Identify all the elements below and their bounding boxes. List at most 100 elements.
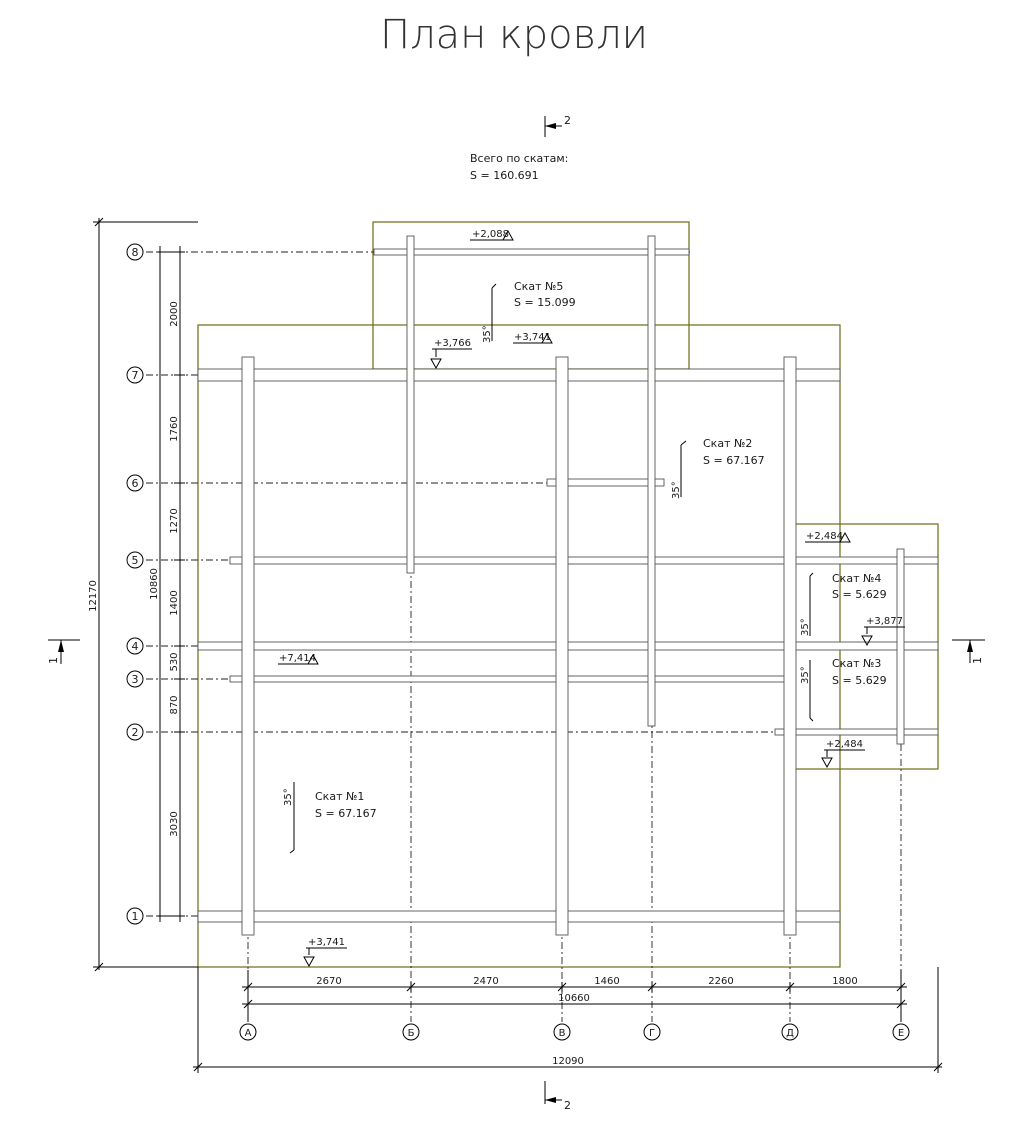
svg-text:12170: 12170	[88, 580, 99, 612]
grid-row-3: 3	[126, 670, 144, 688]
svg-text:Г: Г	[649, 1028, 655, 1039]
grid-col-e: Е	[892, 1023, 910, 1041]
svg-text:10660: 10660	[558, 993, 590, 1004]
grid-row-7: 7	[126, 366, 144, 384]
svg-text:3030: 3030	[169, 811, 180, 836]
svg-text:S = 5.629: S = 5.629	[832, 674, 887, 687]
svg-text:2: 2	[564, 114, 571, 127]
svg-text:2670: 2670	[316, 976, 341, 987]
section-mark-right: 1	[952, 639, 985, 664]
grid-col-v: В	[553, 1023, 571, 1041]
svg-text:1270: 1270	[169, 508, 180, 533]
grid-axes-horizontal	[146, 251, 938, 917]
svg-text:1: 1	[47, 657, 60, 664]
elevation-mark: +2,484	[805, 531, 851, 543]
svg-text:+2,484: +2,484	[806, 531, 843, 542]
svg-text:2: 2	[564, 1099, 571, 1112]
drawing-title: План кровли	[380, 12, 648, 58]
section-mark-left: 1	[47, 639, 80, 664]
elevation-mark: +3,741	[513, 332, 553, 344]
dimension-vertical-inner-total: 10860	[149, 246, 161, 922]
svg-text:1: 1	[971, 657, 984, 664]
svg-text:Скат №2: Скат №2	[703, 437, 752, 450]
grid-row-4: 4	[126, 637, 144, 655]
grid-col-b: Б	[402, 1023, 420, 1041]
grid-row-5: 5	[126, 551, 144, 569]
svg-text:35°: 35°	[671, 481, 682, 499]
svg-text:7: 7	[132, 369, 139, 382]
svg-text:3: 3	[132, 673, 139, 686]
svg-text:Д: Д	[786, 1028, 794, 1039]
svg-text:+7,414: +7,414	[279, 653, 316, 664]
svg-text:+2,088: +2,088	[472, 229, 509, 240]
grid-row-8: 8	[126, 243, 144, 261]
svg-text:Е: Е	[898, 1028, 904, 1039]
grid-row-1: 1	[126, 907, 144, 925]
elevation-mark: +3,741	[303, 937, 347, 968]
summary-label: Всего по скатам:	[470, 152, 568, 165]
svg-text:2: 2	[132, 726, 139, 739]
grid-col-a: А	[239, 1023, 257, 1041]
svg-text:S = 15.099: S = 15.099	[514, 296, 576, 309]
svg-text:35°: 35°	[800, 666, 811, 684]
svg-text:S = 67.167: S = 67.167	[315, 807, 377, 820]
svg-text:6: 6	[132, 477, 139, 490]
grid-row-6: 6	[126, 474, 144, 492]
svg-text:S = 67.167: S = 67.167	[703, 454, 765, 467]
svg-text:+3,741: +3,741	[308, 937, 345, 948]
svg-text:Скат №4: Скат №4	[832, 572, 881, 585]
slope-label-4: 35° Скат №4 S = 5.629	[800, 572, 887, 636]
svg-text:5: 5	[132, 554, 139, 567]
svg-text:Скат №3: Скат №3	[832, 657, 881, 670]
svg-text:870: 870	[169, 695, 180, 714]
section-mark-top: 2	[544, 114, 571, 137]
summary-area: S = 160.691	[470, 169, 539, 182]
svg-text:1: 1	[132, 910, 139, 923]
svg-text:Скат №5: Скат №5	[514, 280, 563, 293]
svg-text:8: 8	[132, 246, 139, 259]
svg-text:2470: 2470	[473, 976, 498, 987]
svg-text:1460: 1460	[594, 976, 619, 987]
svg-text:1800: 1800	[832, 976, 857, 987]
svg-text:12090: 12090	[552, 1056, 584, 1067]
svg-text:+3,877: +3,877	[866, 616, 903, 627]
svg-text:S = 5.629: S = 5.629	[832, 588, 887, 601]
svg-text:Б: Б	[408, 1028, 415, 1039]
section-mark-bottom: 2	[544, 1081, 571, 1112]
elevation-mark: +3,766	[430, 338, 472, 370]
grid-row-markers: 8 7 6 5 4 3 2 1	[126, 243, 144, 925]
svg-text:+2,484: +2,484	[826, 739, 863, 750]
svg-text:10860: 10860	[149, 568, 160, 600]
dimension-horizontal-chain: 2670 2470 1460 2260 1800	[242, 970, 907, 1022]
elevation-mark: +2,484	[821, 739, 865, 769]
slope-label-2: 35° Скат №2 S = 67.167	[671, 437, 765, 499]
grid-row-2: 2	[126, 723, 144, 741]
dimension-horizontal-outer-total: 12090	[193, 967, 943, 1073]
svg-text:А: А	[245, 1028, 252, 1039]
dimension-vertical-outer-total: 12170	[88, 217, 198, 972]
svg-text:4: 4	[132, 640, 139, 653]
grid-col-g: Г	[643, 1023, 661, 1041]
slope-label-1: 35° Скат №1 S = 67.167	[283, 782, 377, 854]
elevation-mark: +7,414	[278, 653, 319, 665]
elevation-mark: +2,088	[470, 229, 514, 241]
svg-text:+3,741: +3,741	[514, 332, 551, 343]
svg-text:В: В	[559, 1028, 566, 1039]
svg-text:2000: 2000	[169, 301, 180, 326]
svg-text:2260: 2260	[708, 976, 733, 987]
svg-text:530: 530	[169, 652, 180, 671]
dimension-vertical-chain: 2000 1760 1270 1400 530 870 3030	[158, 246, 185, 922]
dimension-horizontal-inner-total: 10660	[242, 993, 907, 1009]
svg-text:+3,766: +3,766	[434, 338, 471, 349]
svg-text:35°: 35°	[482, 325, 493, 343]
elevation-mark: +3,877	[861, 616, 905, 647]
svg-text:1760: 1760	[169, 416, 180, 441]
beams-vertical	[241, 235, 905, 936]
svg-text:35°: 35°	[283, 788, 294, 806]
slope-label-3: 35° Скат №3 S = 5.629	[800, 657, 887, 722]
svg-text:35°: 35°	[800, 618, 811, 636]
grid-col-d: Д	[781, 1023, 799, 1041]
grid-col-markers: А Б В Г Д Е	[239, 1023, 910, 1041]
slope-label-5: 35° Скат №5 S = 15.099	[482, 280, 576, 343]
